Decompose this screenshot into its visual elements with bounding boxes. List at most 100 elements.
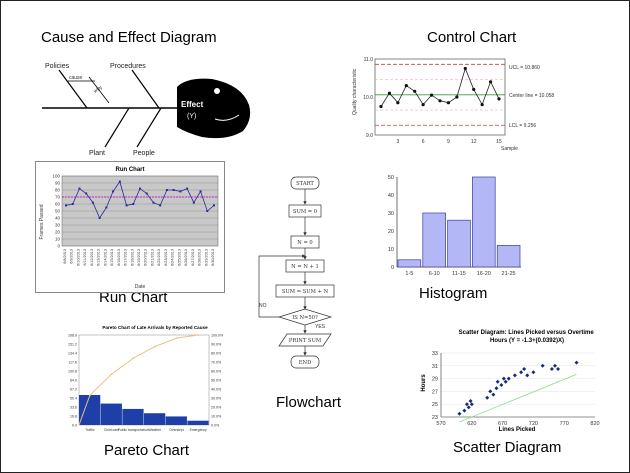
run-point <box>172 189 175 191</box>
pareto-cumulative-point <box>132 357 135 360</box>
run-point <box>112 190 115 193</box>
run-ytick: 50 <box>55 209 61 214</box>
run-xtick: 6/12/2013 <box>90 249 94 266</box>
fish-head-shape <box>177 78 251 139</box>
bone-people <box>136 107 162 148</box>
scatter-point <box>485 395 490 400</box>
scatter-point <box>506 376 511 381</box>
pareto-ytick: 33.6 <box>70 406 77 410</box>
pareto-y2tick: 20.0% <box>211 406 222 410</box>
pareto-chart-box: Pareto Chart of Late Arrivals by Reporte… <box>63 319 233 439</box>
control-xtick: 6 <box>422 139 425 145</box>
scatter-point <box>525 373 530 378</box>
ucl-label: UCL = 10.860 <box>509 65 540 71</box>
control-point <box>379 104 383 109</box>
flow-print-shape <box>278 333 332 347</box>
pareto-cumulative-point <box>175 337 178 340</box>
pareto-ytick: 84.0 <box>70 379 77 383</box>
control-xtick: 15 <box>496 139 502 145</box>
scatter-xtick: 570 <box>436 421 445 427</box>
scatter-xtick: 670 <box>498 421 507 427</box>
pareto-ytick: 50.4 <box>70 397 77 401</box>
flow-print-label: PRINT SUM <box>289 338 322 344</box>
run-ylabel: Frames Passed <box>39 204 45 239</box>
hist-ytick: 10 <box>388 247 394 253</box>
pareto-cumulative-point <box>197 334 200 336</box>
pareto-ytick: 151.2 <box>68 343 77 347</box>
run-xtick: 6/17/2013 <box>124 249 128 266</box>
run-xtick: 6/30/2013 <box>211 249 215 266</box>
pareto-y2tick: 30.0% <box>211 397 222 401</box>
pareto-y2tick: 10.0% <box>211 415 222 419</box>
scatter-point <box>501 376 506 381</box>
pareto-chart-title: Pareto Chart <box>104 442 190 459</box>
hist-bar <box>472 176 496 268</box>
run-xtick: 6/27/2013 <box>191 249 195 266</box>
sub-bone-why <box>88 76 110 104</box>
pareto-xtick: Weather <box>148 428 162 432</box>
pareto-bar <box>187 420 209 425</box>
flow-decision-shape <box>277 308 333 326</box>
run-point <box>118 180 121 183</box>
run-point <box>125 204 128 207</box>
hist-xtick: 21-25 <box>502 271 516 277</box>
scatter-point <box>512 373 517 378</box>
run-xtick: 6/26/2013 <box>184 249 188 266</box>
pareto-cumulative-point <box>153 345 156 348</box>
hist-bar <box>496 245 521 268</box>
bone-plant <box>104 107 130 148</box>
scatter-point <box>464 402 469 407</box>
pareto-y2tick: 60.0% <box>211 370 222 374</box>
pareto-y2tick: 70.0% <box>211 361 222 365</box>
pareto-ytick: 117.6 <box>68 361 77 365</box>
scatter-point <box>495 379 500 384</box>
scatter-point <box>499 383 504 387</box>
run-point <box>91 201 94 204</box>
scatter-point <box>488 389 493 394</box>
scatter-point <box>468 399 473 403</box>
scatter-point <box>531 370 536 375</box>
pareto-y2tick: 90.0% <box>211 343 222 347</box>
scatter-point <box>540 363 545 368</box>
scatter-xtick: 820 <box>590 421 599 427</box>
effect-label: Effect <box>181 100 204 109</box>
run-xtick: 6/23/2013 <box>164 249 168 266</box>
pareto-y2tick: 0.0% <box>211 424 220 428</box>
run-xtick: 6/21/2013 <box>150 249 154 266</box>
flow-end-shape <box>290 355 320 369</box>
control-point <box>429 93 434 97</box>
pareto-y2tick: 50.0% <box>211 379 222 383</box>
run-point <box>132 203 135 205</box>
run-point <box>206 210 209 212</box>
run-ytick: 60 <box>55 202 61 207</box>
run-point <box>105 206 108 209</box>
control-point <box>446 101 451 105</box>
bone-policies <box>58 69 88 109</box>
pareto-chart: Pareto Chart of Late Arrivals by Reporte… <box>68 325 224 432</box>
flow-decision-label: IS N=50? <box>292 315 318 321</box>
scatter-ylabel: Hours <box>421 374 427 392</box>
run-point <box>199 190 202 193</box>
hist-bar <box>397 259 422 268</box>
run-point <box>71 203 74 205</box>
fishbone-diagram: Policies Procedures Plant People cause w… <box>42 63 251 157</box>
lcl-label: LCL = 9.256 <box>509 123 536 129</box>
scatter-point <box>462 408 467 413</box>
run-xtick: 6/13/2013 <box>97 249 101 266</box>
scatter-ytick: 29 <box>432 377 438 383</box>
control-point <box>413 89 417 93</box>
pareto-ytick: 0.0 <box>72 424 77 428</box>
run-xtick: 6/24/2013 <box>171 249 175 266</box>
label-policies: Policies <box>45 63 70 70</box>
run-ytick: 0 <box>57 244 60 249</box>
flow-no-label: NO <box>259 303 267 309</box>
run-point <box>152 201 155 204</box>
hist-xtick: 6-10 <box>429 271 440 277</box>
pareto-bar <box>100 403 122 425</box>
pareto-xtick: Traffic <box>85 428 95 432</box>
flow-sum-init-label: SUM = 0 <box>293 209 317 215</box>
scatter-xlabel: Lines Picked <box>499 427 536 433</box>
pareto-bar <box>79 395 101 425</box>
